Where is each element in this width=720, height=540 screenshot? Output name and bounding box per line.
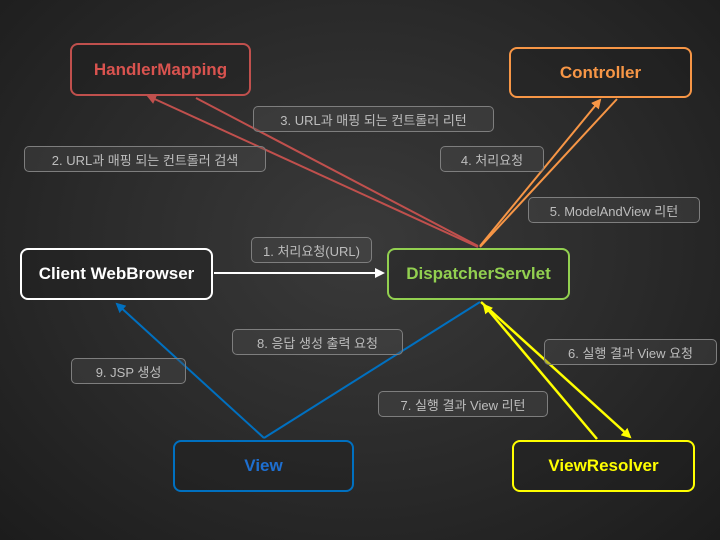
edge-label-7: 7. 실행 결과 View 리턴 [378,391,548,417]
edge-label-3: 3. URL과 매핑 되는 컨트롤러 리턴 [253,106,494,132]
view-resolver-node: ViewResolver [512,440,695,492]
arrow-3-return-handler [195,97,479,247]
arrow-9-jsp-generate [115,302,265,439]
edge-label-4: 4. 처리요청 [440,146,544,172]
arrow-5-return-modelandview [479,98,618,248]
client-webbrowser-label: Client WebBrowser [38,264,195,283]
edge-label-5: 5. ModelAndView 리턴 [528,197,700,223]
edge-label-1: 1. 처리요청(URL) [251,237,372,263]
arrow-8-render-request [263,301,481,439]
arrow-2-search-handler [146,94,479,248]
arrow-7-return-view [482,303,598,440]
edge-label-8: 8. 응답 생성 출력 요청 [232,329,403,355]
view-resolver-label: ViewResolver [548,456,659,475]
edge-label-6: 6. 실행 결과 View 요청 [544,339,717,365]
controller-label: Controller [559,62,642,82]
client-webbrowser-node: Client WebBrowser [20,248,213,300]
dispatcher-servlet-node: DispatcherServlet [387,248,570,300]
arrow-4-process-request [479,98,602,247]
controller-node: Controller [509,47,692,98]
edge-label-9: 9. JSP 생성 [71,358,186,384]
edge-label-2: 2. URL과 매핑 되는 컨트롤러 검색 [24,146,266,172]
dispatcher-servlet-label: DispatcherServlet [406,264,551,283]
arrow-6-request-view [480,301,632,439]
handler-mapping-node: HandlerMapping [70,43,251,96]
view-label: View [244,456,283,475]
handler-mapping-label: HandlerMapping [93,59,228,79]
view-node: View [173,440,354,492]
